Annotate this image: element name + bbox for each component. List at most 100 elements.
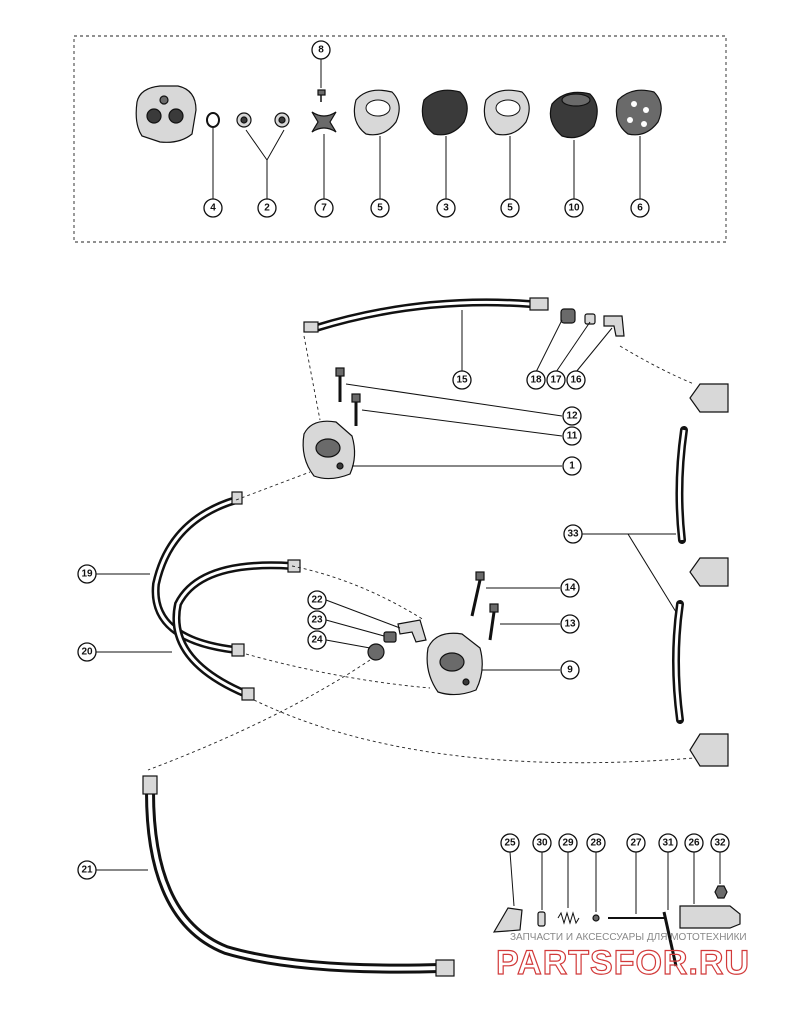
sleeve-23: [383, 631, 397, 643]
svg-text:30: 30: [536, 838, 548, 849]
fuel-pump-lower: [426, 632, 483, 696]
svg-text:26: 26: [688, 838, 700, 849]
svg-text:15: 15: [456, 375, 468, 386]
callout-16: 16: [566, 370, 586, 390]
callout-1: 1: [562, 456, 582, 476]
svg-text:8: 8: [318, 45, 324, 56]
callout-24: 24: [307, 630, 327, 650]
svg-text:11: 11: [567, 431, 578, 442]
ball-28: [592, 914, 600, 922]
callout-22: 22: [307, 590, 327, 610]
svg-text:6: 6: [637, 203, 643, 214]
kit-check-valves: [236, 112, 290, 128]
svg-text:20: 20: [81, 647, 93, 658]
kit-callout-10: 10: [564, 198, 584, 218]
svg-text:14: 14: [564, 583, 576, 594]
screw-11: [351, 393, 361, 426]
svg-text:7: 7: [321, 203, 327, 214]
kit-callout-5a: 5: [370, 198, 390, 218]
kit-callout-8: 8: [311, 40, 331, 60]
kit-callout-7: 7: [314, 198, 334, 218]
callout-18: 18: [526, 370, 546, 390]
elbow-22: [397, 619, 427, 643]
svg-text:27: 27: [630, 838, 642, 849]
callout-23: 23: [307, 610, 327, 630]
callout-31: 31: [658, 833, 678, 853]
callout-30: 30: [532, 833, 552, 853]
kit-callout-3: 3: [436, 198, 456, 218]
fitting-25: [492, 907, 523, 933]
nut-18: [560, 308, 576, 324]
svg-text:31: 31: [662, 838, 674, 849]
kit-gasket-b: [483, 89, 530, 136]
hose-33-lower: [672, 600, 684, 724]
callout-29: 29: [558, 833, 578, 853]
callout-15: 15: [452, 370, 472, 390]
svg-text:13: 13: [564, 619, 576, 630]
svg-text:18: 18: [530, 375, 542, 386]
screw-12: [335, 367, 345, 402]
callout-14: 14: [560, 578, 580, 598]
kit-retainer: [311, 111, 337, 133]
kit-screw-small: [317, 89, 326, 102]
callout-27: 27: [626, 833, 646, 853]
svg-text:10: 10: [568, 203, 580, 214]
hose-15: [303, 297, 549, 333]
callout-11: 11: [562, 426, 582, 446]
svg-text:12: 12: [566, 411, 578, 422]
fuel-pump-upper: [302, 420, 356, 480]
svg-text:4: 4: [210, 203, 216, 214]
bolt-31: [662, 911, 678, 967]
svg-text:29: 29: [562, 838, 574, 849]
callout-32: 32: [710, 833, 730, 853]
kit-cover-plate: [549, 91, 598, 139]
kit-callout-4: 4: [203, 198, 223, 218]
svg-text:32: 32: [714, 838, 726, 849]
kit-leaders: [212, 58, 641, 200]
hose-19: [151, 491, 245, 657]
connector-top: [689, 383, 729, 413]
callout-26: 26: [684, 833, 704, 853]
svg-text:24: 24: [311, 635, 323, 646]
callout-17: 17: [546, 370, 566, 390]
kit-gasket-c: [615, 89, 662, 136]
hose-33-upper: [675, 426, 688, 544]
kit-callout-2: 2: [257, 198, 277, 218]
repair-kit-frame: [73, 35, 727, 243]
elbow-16: [603, 315, 625, 337]
callout-28: 28: [586, 833, 606, 853]
kit-gasket-a: [353, 89, 400, 136]
svg-text:5: 5: [377, 203, 383, 214]
watermark-tagline: ЗАПЧАСТИ И АКСЕССУАРЫ ДЛЯ МОТОТЕХНИКИ: [510, 932, 747, 943]
callout-12: 12: [562, 406, 582, 426]
callout-13: 13: [560, 614, 580, 634]
svg-text:17: 17: [550, 375, 562, 386]
svg-text:2: 2: [264, 203, 270, 214]
callout-21: 21: [77, 860, 97, 880]
screw-13: [488, 603, 499, 641]
svg-text:16: 16: [570, 375, 582, 386]
svg-text:23: 23: [311, 615, 323, 626]
callout-9: 9: [560, 660, 580, 680]
screw-14: [470, 571, 485, 617]
svg-text:19: 19: [81, 569, 93, 580]
main-leaders: [96, 310, 721, 914]
kit-callout-6: 6: [630, 198, 650, 218]
callout-19: 19: [77, 564, 97, 584]
callout-25: 25: [500, 833, 520, 853]
hose-21: [142, 775, 455, 977]
svg-text:21: 21: [81, 865, 93, 876]
watermark-logo: PARTSFOR.RU: [496, 944, 750, 982]
seal-30: [537, 911, 546, 927]
kit-diaphragm: [421, 89, 468, 136]
connector-bottom: [689, 733, 729, 767]
spring-29: [557, 911, 580, 925]
hose-20: [172, 559, 301, 701]
svg-text:22: 22: [311, 595, 323, 606]
nut-24: [367, 643, 385, 661]
svg-text:1: 1: [569, 461, 575, 472]
kit-callout-5b: 5: [500, 198, 520, 218]
nut-32: [714, 885, 728, 899]
sleeve-17: [584, 313, 596, 325]
svg-text:3: 3: [443, 203, 449, 214]
